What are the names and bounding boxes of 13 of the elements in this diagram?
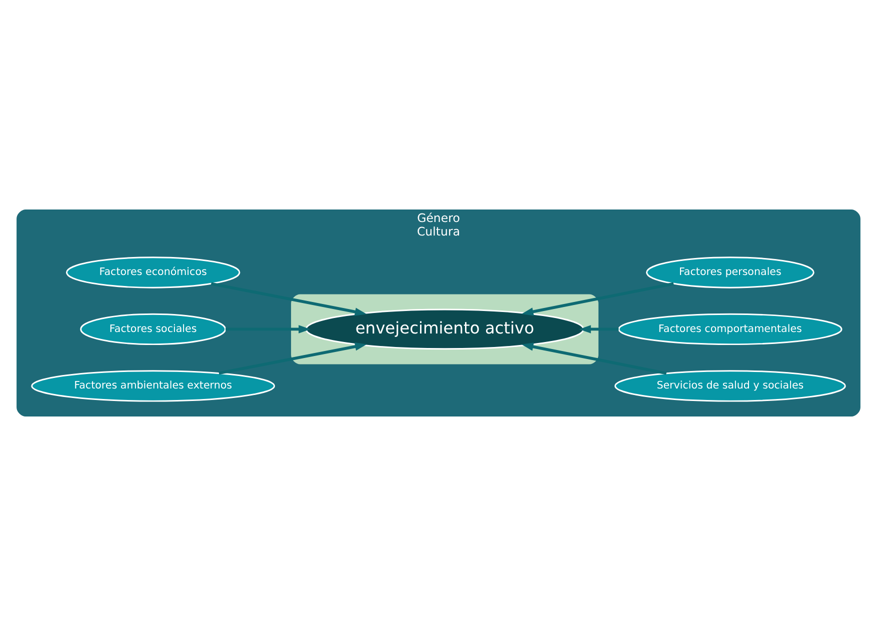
arrow <box>522 342 667 375</box>
arrow <box>226 325 310 334</box>
node-ellipse: Factores económicos <box>66 256 240 288</box>
node-ellipse: Factores personales <box>646 256 814 288</box>
arrow <box>210 282 367 316</box>
arrow <box>579 325 619 334</box>
arrow <box>218 342 367 375</box>
node-ellipse: Servicios de salud y sociales <box>614 370 846 402</box>
node-ellipse: Factores sociales <box>80 313 226 346</box>
node-ellipse: Factores ambientales externos <box>31 370 276 402</box>
node-ellipse: Factores comportamentales <box>618 313 842 346</box>
cluster <box>291 294 598 364</box>
arrow <box>522 282 674 316</box>
